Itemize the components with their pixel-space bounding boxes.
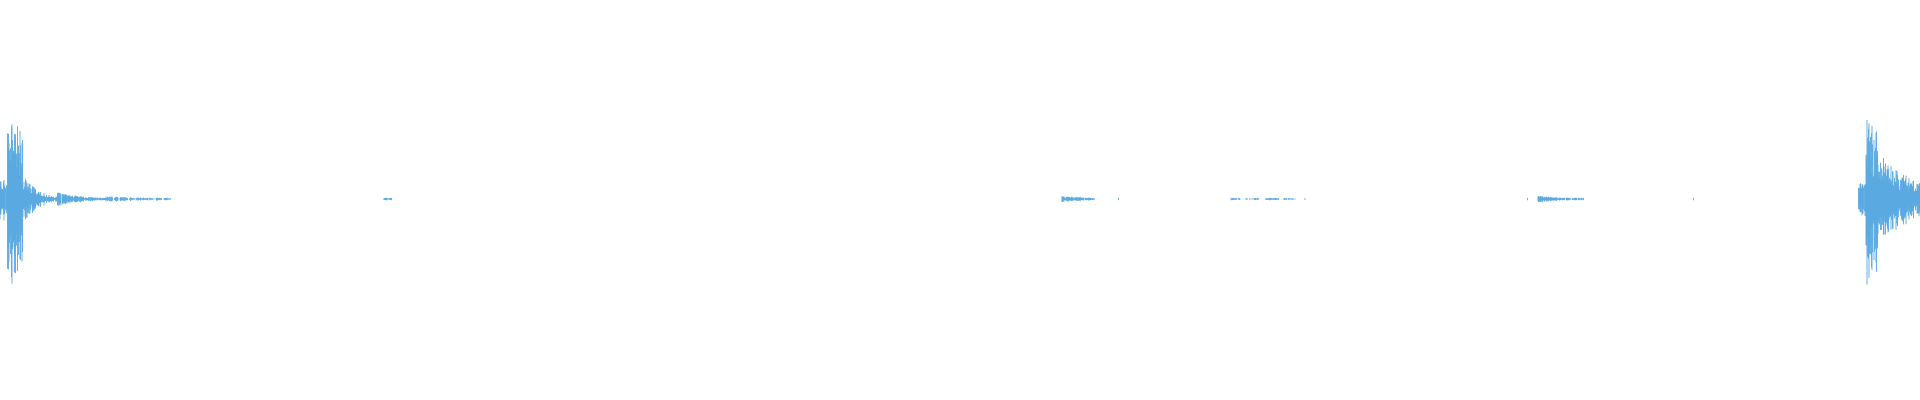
waveform-trace (0, 120, 1920, 285)
waveform-path (0, 120, 1920, 285)
